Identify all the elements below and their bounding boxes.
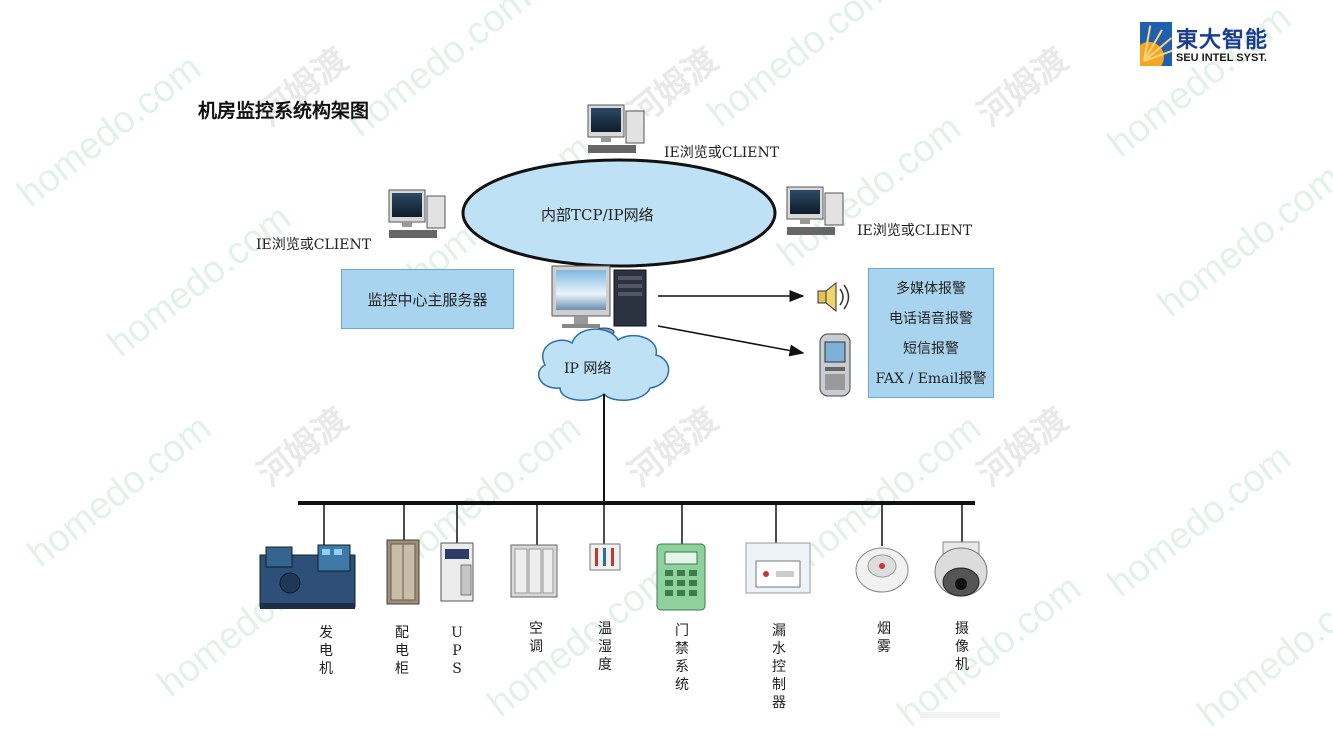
- device-label-camera: 摄像机: [955, 621, 969, 673]
- device-label-air-conditioner: 空调: [529, 621, 543, 655]
- alarm-methods-box: 多媒体报警 电话语音报警 短信报警 FAX / Email报警: [868, 268, 994, 398]
- logo-chinese-text: 東大智能: [1176, 28, 1269, 53]
- access-control-icon: [656, 543, 706, 611]
- arrow-to-phone: [657, 325, 805, 357]
- client-top-label: IE浏览或CLIENT: [664, 145, 780, 161]
- dome-camera-icon: [934, 541, 988, 597]
- device-label-access-control: 门禁系统: [675, 623, 689, 693]
- alarm-phone-voice: 电话语音报警: [889, 311, 973, 327]
- device-label-temp-humidity: 温湿度: [598, 621, 612, 673]
- device-label-generator: 发电机: [319, 625, 333, 677]
- power-cabinet-icon: [386, 539, 420, 605]
- logo-english-text: SEU INTEL SYST.: [1176, 52, 1267, 64]
- logo-sun-mark: [1140, 22, 1172, 66]
- smoke-detector-icon: [855, 547, 909, 593]
- device-label-ups: UPS: [451, 625, 463, 677]
- computer-top-icon: [587, 104, 645, 153]
- alarm-multimedia: 多媒体报警: [896, 281, 966, 297]
- lan-ellipse: [461, 158, 777, 268]
- page-title: 机房监控系统构架图: [198, 100, 370, 122]
- server-label: 监控中心主服务器: [367, 290, 488, 309]
- client-left-label: IE浏览或CLIENT: [256, 237, 372, 253]
- alarm-fax-email: FAX / Email报警: [875, 371, 987, 387]
- client-right-label: IE浏览或CLIENT: [857, 223, 973, 239]
- device-label-water-leak: 漏水控制器: [772, 623, 786, 711]
- computer-right-icon: [786, 186, 844, 235]
- monitoring-server-box: 监控中心主服务器: [341, 269, 514, 329]
- ip-network-cloud: [538, 328, 670, 401]
- ip-network-label: IP 网络: [564, 361, 612, 377]
- ups-icon: [440, 542, 474, 602]
- main-server-computer-icon: [551, 265, 647, 337]
- thermometer-icon: [589, 543, 621, 571]
- bottom-strip: [920, 712, 1000, 718]
- device-label-power-cabinet: 配电柜: [395, 625, 409, 677]
- computer-left-icon: [388, 189, 446, 238]
- speaker-icon: [817, 281, 850, 313]
- air-conditioner-icon: [510, 544, 558, 598]
- company-logo: 東大智能 SEU INTEL SYST.: [1140, 22, 1280, 68]
- lan-label: 内部TCP/IP网络: [541, 206, 654, 224]
- mobile-phone-icon: [819, 333, 851, 397]
- device-label-smoke: 烟雾: [877, 621, 891, 655]
- generator-icon: [259, 544, 356, 609]
- alarm-sms: 短信报警: [903, 341, 959, 357]
- water-leak-controller-icon: [745, 542, 811, 594]
